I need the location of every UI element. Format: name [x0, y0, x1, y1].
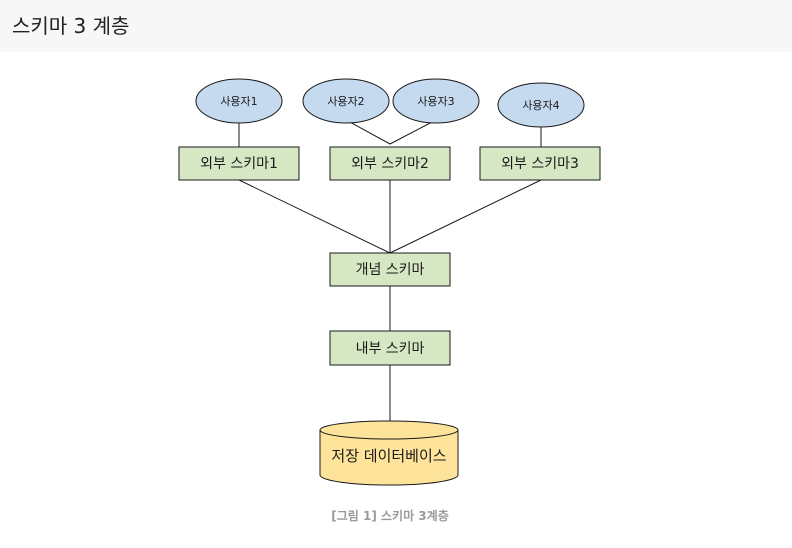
external-schema-box: [479, 146, 601, 181]
user-ellipse: [497, 82, 585, 128]
database-node: 저장 데이터베이스: [319, 420, 459, 486]
database-cylinder-body: [319, 430, 459, 486]
user-label: 사용자3: [417, 95, 454, 108]
external-schema-label: 외부 스키마1: [200, 156, 278, 172]
page-header: 스키마 3 계층: [0, 0, 792, 52]
external-schema-label: 외부 스키마3: [501, 156, 579, 172]
database-label: 저장 데이터베이스: [331, 447, 446, 465]
user-ellipse: [392, 78, 480, 124]
user-node-2: 사용자2: [302, 78, 390, 124]
external-schema-box: [329, 146, 451, 181]
user-label: 사용자1: [220, 95, 257, 108]
external-schema-label: 외부 스키마2: [351, 156, 429, 172]
figure-caption: [그림 1] 스키마 3계층: [331, 509, 449, 523]
external-schema-1: 외부 스키마1: [178, 146, 300, 181]
user-label: 사용자4: [522, 99, 559, 112]
user-ellipse: [302, 78, 390, 124]
connector-external3-conceptual: [389, 179, 542, 254]
connector-user2-external2: [347, 120, 391, 145]
external-schema-box: [178, 146, 300, 181]
page-title: 스키마 3 계층: [12, 14, 130, 38]
user-label: 사용자2: [327, 95, 364, 108]
connector-external1-conceptual: [238, 179, 391, 254]
internal-schema-label: 내부 스키마: [356, 341, 425, 357]
connector-user3-external2: [389, 120, 435, 145]
internal-schema: 내부 스키마: [329, 330, 451, 366]
external-schema-2: 외부 스키마2: [329, 146, 451, 181]
external-schema-3: 외부 스키마3: [479, 146, 601, 181]
internal-schema-box: [329, 330, 451, 366]
database-cylinder-top: [319, 420, 459, 440]
conceptual-schema-label: 개념 스키마: [356, 262, 425, 278]
conceptual-schema: 개념 스키마: [329, 252, 451, 287]
user-node-4: 사용자4: [497, 82, 585, 128]
user-node-3: 사용자3: [392, 78, 480, 124]
user-ellipse: [195, 78, 283, 124]
user-node-1: 사용자1: [195, 78, 283, 124]
conceptual-schema-box: [329, 252, 451, 287]
connectors: [238, 120, 542, 424]
